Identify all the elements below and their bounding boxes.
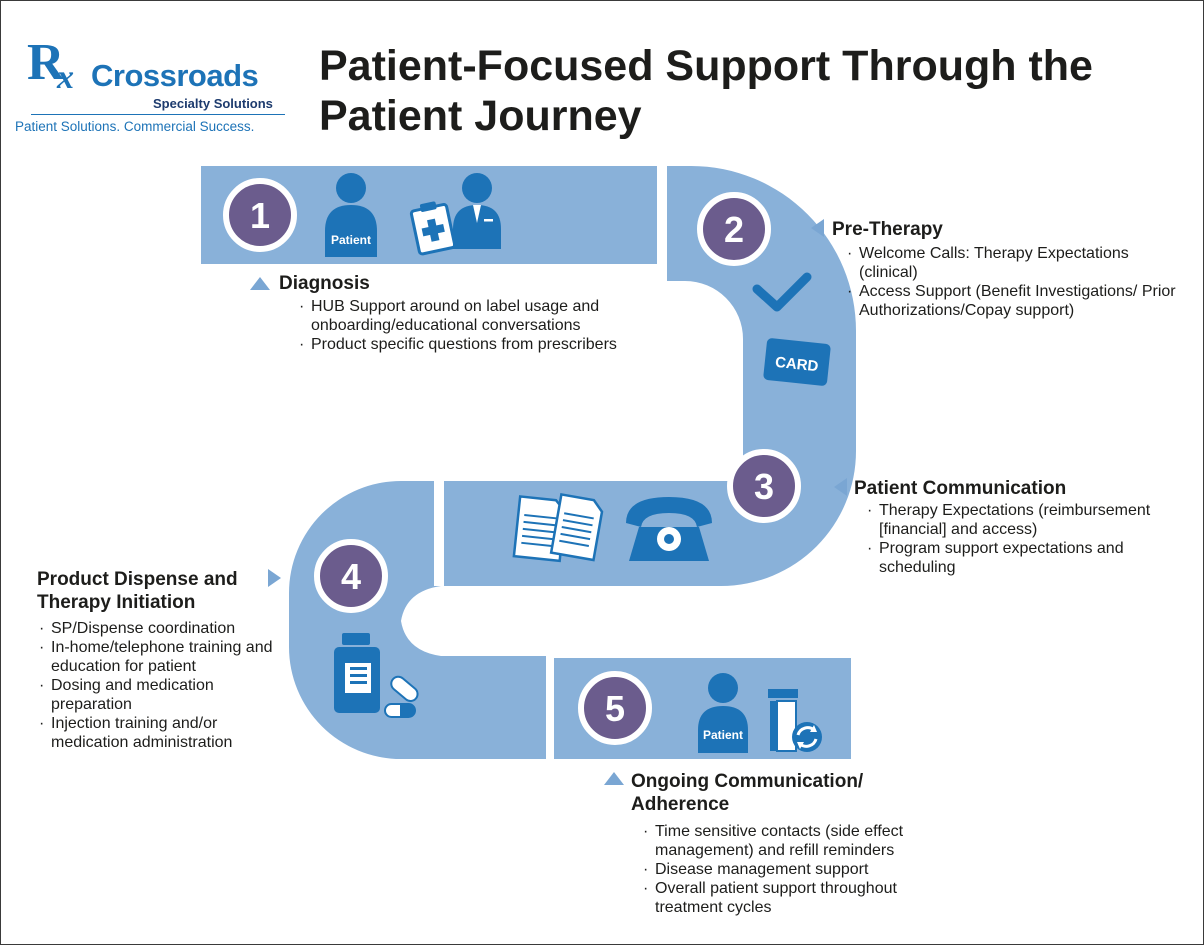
patient-icon-label: Patient: [703, 728, 743, 742]
pointer-patient-communication: [834, 478, 847, 496]
checkmark-icon: [752, 272, 812, 312]
pointer-ongoing-communication: [604, 772, 624, 785]
step-bullets-ongoing-communication: Time sensitive contacts (side effect man…: [643, 822, 953, 917]
telephone-icon: [626, 497, 712, 561]
page-title: Patient-Focused Support Through the Pati…: [319, 42, 1093, 140]
step-badge-4: 4: [314, 539, 388, 613]
step-title-pre-therapy: Pre-Therapy: [832, 219, 943, 240]
bullet-item: Injection training and/or medication adm…: [39, 714, 289, 752]
pointer-pre-therapy: [811, 219, 824, 237]
bullet-item: Access Support (Benefit Investigations/ …: [847, 282, 1187, 320]
step-bullets-patient-communication: Therapy Expectations (reimbursement [fin…: [867, 501, 1199, 577]
bullet-item: Program support expectations and schedul…: [867, 539, 1199, 577]
logo-divider: [31, 114, 285, 115]
logo-tagline: Patient Solutions. Commercial Success.: [15, 119, 255, 134]
step-number-1: 1: [250, 195, 270, 236]
logo-mark-r: R: [27, 34, 65, 91]
step-title-patient-communication: Patient Communication: [854, 478, 1067, 499]
step-bullets-product-dispense: SP/Dispense coordination In-home/telepho…: [39, 619, 289, 752]
step-bullets-pre-therapy: Welcome Calls: Therapy Expectations (cli…: [847, 244, 1187, 320]
bullet-item: Therapy Expectations (reimbursement [fin…: [867, 501, 1199, 539]
pointer-diagnosis: [250, 277, 270, 290]
step-number-4: 4: [341, 556, 361, 597]
step-number-3: 3: [754, 466, 774, 507]
step-badge-1: 1: [223, 178, 297, 252]
step-badge-2: 2: [697, 192, 771, 266]
bullet-item: Time sensitive contacts (side effect man…: [643, 822, 953, 860]
patient-icon-label: Patient: [331, 233, 371, 247]
step-badge-5: 5: [578, 671, 652, 745]
bullet-item: Overall patient support throughout treat…: [643, 879, 953, 917]
refill-bottle-icon: [768, 689, 822, 752]
step-title-product-dispense: Product Dispense and Therapy Initiation: [37, 569, 238, 613]
step-bullets-diagnosis: HUB Support around on label usage and on…: [299, 297, 659, 354]
logo-brand: Crossroads: [91, 58, 259, 93]
patient-icon: Patient: [698, 673, 748, 753]
clipboard-icon: [409, 201, 457, 256]
bullet-item: HUB Support around on label usage and on…: [299, 297, 659, 335]
bullet-item: Dosing and medication preparation: [39, 676, 289, 714]
card-icon-label: CARD: [774, 354, 819, 375]
pointer-product-dispense: [268, 569, 281, 587]
logo-mark-x: x: [57, 59, 74, 96]
bullet-item: Product specific questions from prescrib…: [299, 335, 659, 354]
documents-icon: [512, 492, 604, 563]
doctor-icon: [453, 173, 501, 249]
bullet-item: SP/Dispense coordination: [39, 619, 289, 638]
step-title-diagnosis: Diagnosis: [279, 273, 370, 294]
bullet-item: In-home/telephone training and education…: [39, 638, 289, 676]
medicine-bottle-icon: [334, 633, 380, 713]
bullet-item: Welcome Calls: Therapy Expectations (cli…: [847, 244, 1187, 282]
step-title-ongoing-communication: Ongoing Communication/ Adherence: [631, 771, 864, 815]
patient-icon: Patient: [325, 173, 377, 257]
logo-subbrand: Specialty Solutions: [153, 96, 273, 111]
bullet-item: Disease management support: [643, 860, 953, 879]
pills-icon: [384, 675, 419, 718]
step-number-2: 2: [724, 209, 744, 250]
step-number-5: 5: [605, 688, 625, 729]
step-badge-3: 3: [727, 449, 801, 523]
insurance-card-icon: CARD: [763, 338, 831, 386]
